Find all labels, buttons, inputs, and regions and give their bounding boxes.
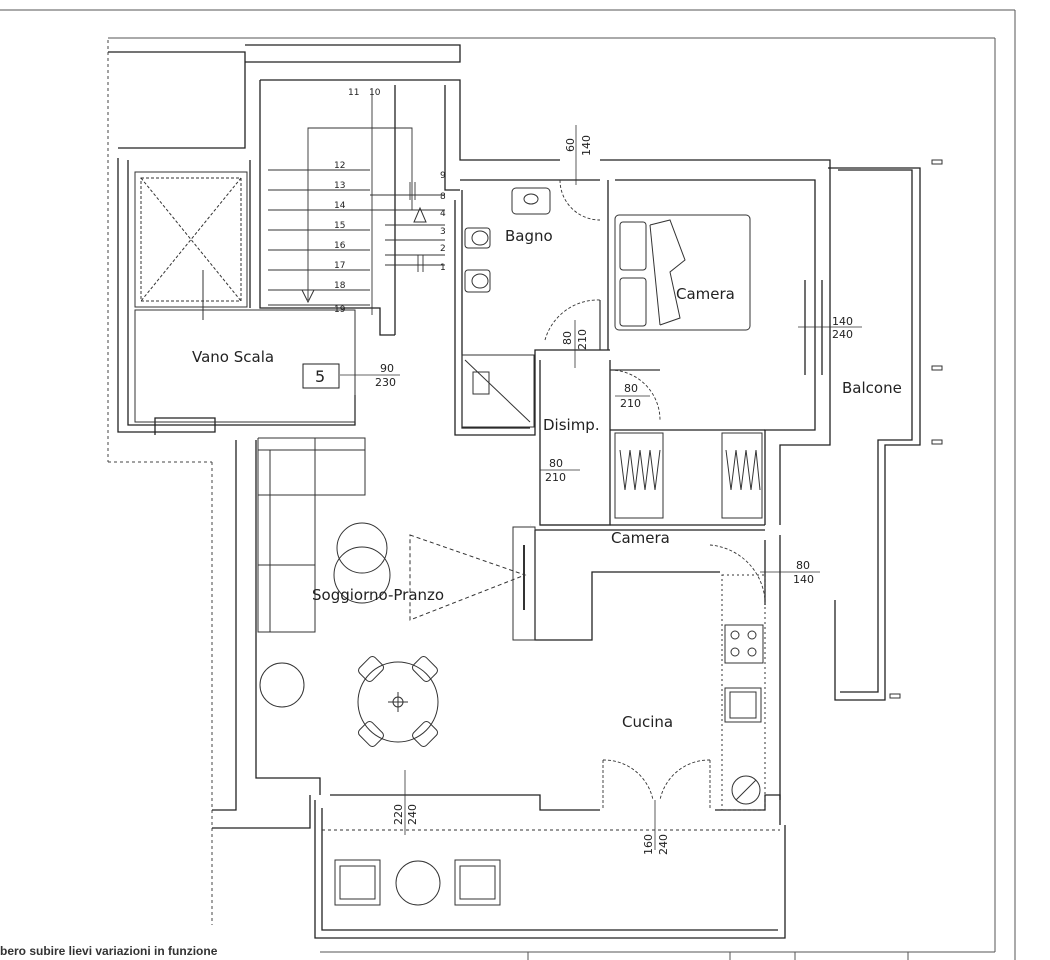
walls <box>108 44 921 939</box>
dimension-lines <box>340 125 862 850</box>
stair-step-number: 9 <box>440 171 446 181</box>
dim-kitchen-door-w: 160 <box>642 834 655 855</box>
dim-camera-window-h: 240 <box>832 328 853 341</box>
bathroom-fixtures <box>461 187 551 428</box>
stair-step-number: 14 <box>334 201 346 211</box>
dim-entry-door-h: 230 <box>375 376 396 389</box>
stair-arrow-icon <box>301 289 315 304</box>
stair-step-number: 15 <box>334 221 345 231</box>
dim-disimp-door-h: 210 <box>545 471 566 484</box>
dim-disimp-door-w: 80 <box>549 457 563 470</box>
room-label-soggiorno-pranzo: Soggiorno-Pranzo <box>312 586 444 604</box>
dim-living-window-w: 220 <box>392 804 405 825</box>
stair-step-number: 13 <box>334 181 345 191</box>
dim-camera-door-h: 210 <box>620 397 641 410</box>
balcony-marks <box>889 159 943 699</box>
wardrobes <box>614 432 763 519</box>
dim-bagno-window-h: 140 <box>580 135 593 156</box>
room-label-bagno: Bagno <box>505 227 553 245</box>
unit-number-box <box>302 363 340 389</box>
room-label-vano-scala: Vano Scala <box>192 348 274 366</box>
stair-step-number: 8 <box>440 192 446 202</box>
footer-note: bero subire lievi variazioni in funzione <box>0 944 218 958</box>
stair-step-number: 11 <box>348 88 359 98</box>
stair-arrow-up-icon <box>413 206 427 223</box>
stair-step-number: 4 <box>440 209 446 219</box>
bed <box>614 214 751 331</box>
dim-kitchen-window-h: 140 <box>793 573 814 586</box>
dim-kitchen-window-w: 80 <box>796 559 810 572</box>
room-label-balcone: Balcone <box>842 379 902 397</box>
room-label-disimpegno: Disimp. <box>543 416 600 434</box>
property-boundary <box>107 40 213 925</box>
stair-treads <box>268 88 445 315</box>
room-label-camera: Camera <box>676 285 735 303</box>
dim-entry-door-w: 90 <box>380 362 394 375</box>
dim-kitchen-door-h: 240 <box>657 834 670 855</box>
sofa <box>257 437 366 633</box>
unit-number: 5 <box>315 367 325 386</box>
stair-step-number: 10 <box>369 88 381 98</box>
dim-bagno-window-w: 60 <box>564 138 577 152</box>
door-leaves <box>540 300 660 526</box>
dim-camera-door-w: 80 <box>624 382 638 395</box>
dim-bagno-door-w: 80 <box>561 331 574 345</box>
dim-bagno-door-h: 210 <box>576 329 589 350</box>
elevator-shaft <box>134 171 356 423</box>
dim-camera-window-w: 140 <box>832 315 853 328</box>
stair-step-number: 18 <box>334 281 346 291</box>
living-furniture <box>259 522 536 708</box>
room-label-cucina: Cucina <box>622 713 673 731</box>
door-swings <box>544 179 766 810</box>
terrace-furniture <box>322 829 780 906</box>
sheet-frame <box>0 9 1016 960</box>
kitchen-units <box>721 574 766 811</box>
stair-step-number: 2 <box>440 244 446 254</box>
dim-living-window-h: 240 <box>406 804 419 825</box>
room-label-camera-2: Camera <box>611 529 670 547</box>
dining-table <box>357 656 439 747</box>
stair-step-number: 19 <box>334 305 346 315</box>
stair-step-number: 17 <box>334 261 345 271</box>
stair-step-number: 12 <box>334 161 345 171</box>
stair-step-number: 3 <box>440 227 446 237</box>
stair-step-number: 1 <box>440 263 446 273</box>
stair-step-number: 16 <box>334 241 346 251</box>
